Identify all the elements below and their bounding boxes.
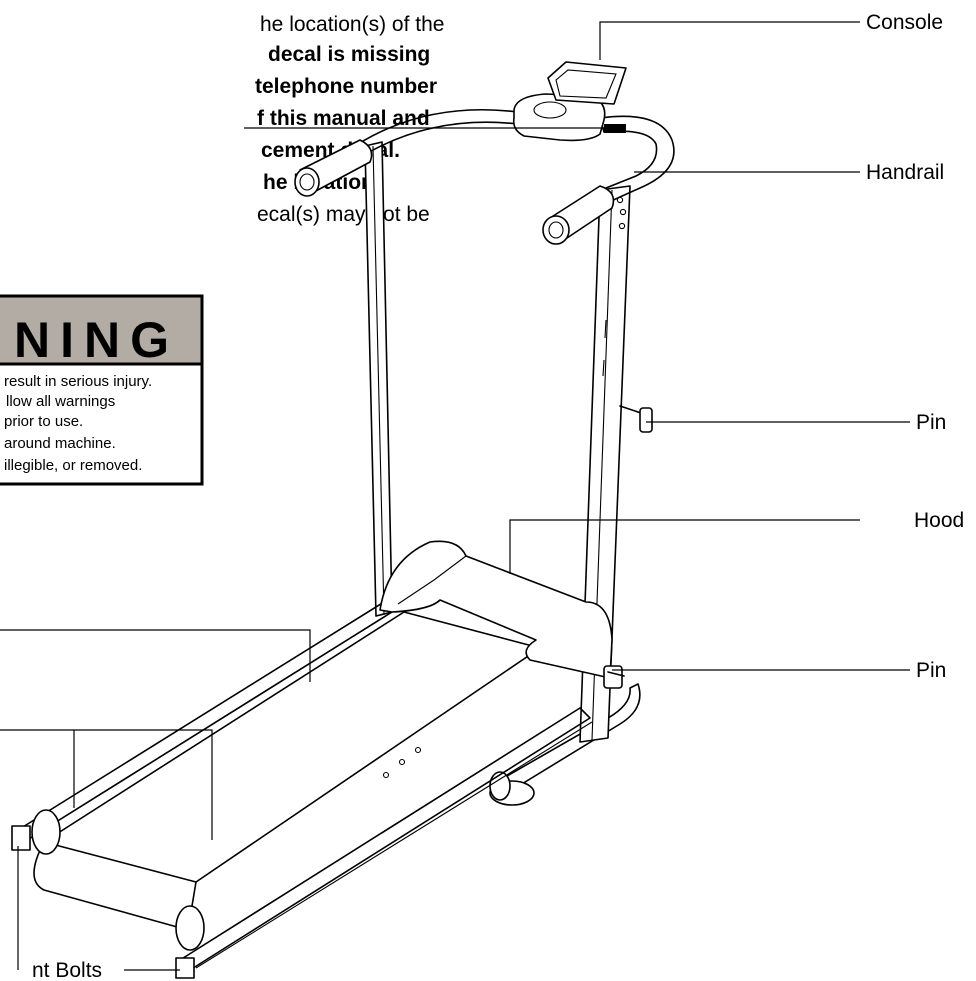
part-labels: Console Handrail Pin Hood Pin nt Bolts bbox=[32, 11, 964, 981]
warning-decal-line-1: result in serious injury. bbox=[4, 373, 152, 390]
hood bbox=[379, 540, 613, 679]
handrail-right bbox=[595, 115, 675, 207]
upright-dash bbox=[604, 319, 607, 339]
intro-line-7: ecal(s) may not be bbox=[257, 203, 430, 226]
left-grip-end bbox=[294, 167, 320, 197]
left-rail-endcap bbox=[11, 825, 31, 851]
intro-line-2: decal is missing bbox=[268, 43, 430, 66]
warning-decal-on-console bbox=[604, 124, 626, 133]
leader-console bbox=[599, 21, 860, 60]
front-roller-right bbox=[175, 905, 205, 951]
leader-belt bbox=[0, 629, 311, 682]
intro-line-1: he location(s) of the bbox=[260, 13, 444, 36]
rail-hole bbox=[414, 746, 422, 754]
upright-hole bbox=[619, 208, 627, 216]
warning-decal-line-4: around machine. bbox=[4, 435, 116, 452]
intro-line-4: f this manual and bbox=[257, 107, 430, 130]
warning-decal: NING result in serious injury. llow all … bbox=[0, 294, 204, 486]
label-pin-upper: Pin bbox=[916, 411, 946, 434]
right-grip-end bbox=[542, 215, 570, 245]
warning-decal-band bbox=[0, 294, 204, 366]
console-screen bbox=[555, 69, 617, 99]
leader-lines bbox=[0, 21, 910, 971]
intro-paragraph: he location(s) of the decal is missing t… bbox=[255, 13, 444, 226]
left-grip-hole bbox=[299, 173, 315, 191]
label-hood: Hood bbox=[914, 509, 964, 532]
pin-upper bbox=[619, 405, 653, 433]
rail-hole bbox=[382, 771, 390, 779]
front-roller-left bbox=[31, 809, 61, 855]
right-rail-endcap bbox=[175, 957, 195, 979]
walking-belt bbox=[43, 611, 541, 883]
right-grip-hole bbox=[548, 221, 564, 239]
base-bar bbox=[499, 683, 641, 791]
label-bolts: nt Bolts bbox=[32, 959, 102, 981]
hood-edge bbox=[397, 555, 467, 605]
rail-hole bbox=[398, 758, 406, 766]
console-button bbox=[533, 101, 567, 119]
warning-decal-line-2: llow all warnings bbox=[6, 393, 115, 410]
leader-rail-bolts-right bbox=[0, 729, 213, 840]
label-pin-lower: Pin bbox=[916, 659, 946, 682]
leader-hood bbox=[509, 519, 860, 574]
upright-dash bbox=[602, 359, 605, 377]
label-console: Console bbox=[866, 11, 943, 34]
warning-decal-line-5: illegible, or removed. bbox=[4, 457, 142, 474]
base-end-cap bbox=[489, 771, 511, 801]
label-handrail: Handrail bbox=[866, 161, 944, 184]
warning-decal-title: NING bbox=[14, 312, 179, 368]
console-display-housing bbox=[547, 61, 627, 105]
treadmill-drawing bbox=[11, 61, 675, 979]
intro-line-3: telephone number bbox=[255, 75, 437, 98]
warning-decal-line-3: prior to use. bbox=[4, 413, 83, 430]
upright-hole bbox=[618, 222, 626, 230]
right-rail-edge bbox=[195, 721, 593, 969]
pin-lower bbox=[603, 665, 625, 689]
left-upright-edge bbox=[372, 145, 385, 615]
